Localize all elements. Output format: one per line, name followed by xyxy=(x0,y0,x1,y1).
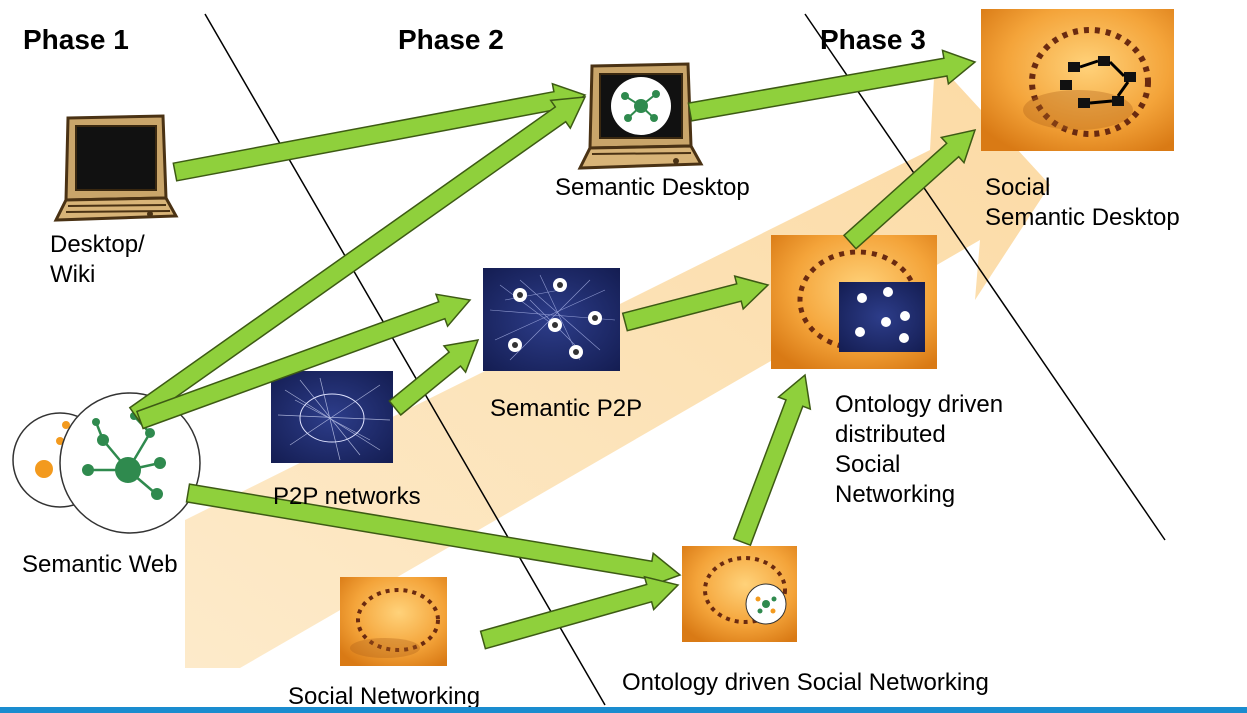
p2p-networks-label: P2P networks xyxy=(273,483,421,510)
laptop-icon xyxy=(53,114,179,222)
ontology-distributed-label: Ontology driven distributed Social Netwo… xyxy=(835,391,1004,508)
arrow-distributed-to-social-semantic xyxy=(842,128,977,250)
arrow-semantic-web-to-semantic-p2p xyxy=(135,293,472,430)
phase-1-heading: Phase 1 xyxy=(23,24,129,55)
social-networking-image xyxy=(340,577,447,666)
social-networking-label: Social Networking xyxy=(288,683,481,710)
ontology-distributed-image xyxy=(771,235,937,369)
social-semantic-desktop-image xyxy=(981,9,1174,151)
p2p-network-image xyxy=(271,371,393,463)
arrow-p2p-to-semantic-p2p xyxy=(388,339,480,417)
semantic-laptop-icon xyxy=(577,62,704,170)
arrow-semantic-desktop-to-social-semantic xyxy=(687,49,977,122)
phase-2-heading: Phase 2 xyxy=(398,24,504,55)
arrow-semantic-p2p-to-distributed xyxy=(621,275,770,332)
phase-3-heading: Phase 3 xyxy=(820,24,926,55)
semantic-p2p-label: Semantic P2P xyxy=(490,395,643,422)
semantic-web-label: Semantic Web xyxy=(22,551,178,578)
semantic-web-icon xyxy=(12,392,201,534)
bottom-accent-bar xyxy=(0,707,1247,713)
ontology-social-networking-image xyxy=(682,546,797,642)
social-semantic-desktop-label: Social Semantic Desktop xyxy=(985,174,1180,231)
arrow-ontology-social-to-distributed xyxy=(732,373,812,547)
arrow-semantic-web-to-semantic-desktop xyxy=(128,96,587,424)
transition-arrows xyxy=(128,49,977,650)
phase-divider-1 xyxy=(204,13,606,706)
ontology-social-networking-label: Ontology driven Social Networking xyxy=(622,669,989,696)
arrow-social-to-ontology-social xyxy=(479,575,680,650)
semantic-desktop-label: Semantic Desktop xyxy=(555,174,750,201)
semantic-p2p-network-image xyxy=(483,268,620,371)
desktop-wiki-label: Desktop/ Wiki xyxy=(50,231,145,288)
phase-divider-2 xyxy=(804,13,1166,541)
